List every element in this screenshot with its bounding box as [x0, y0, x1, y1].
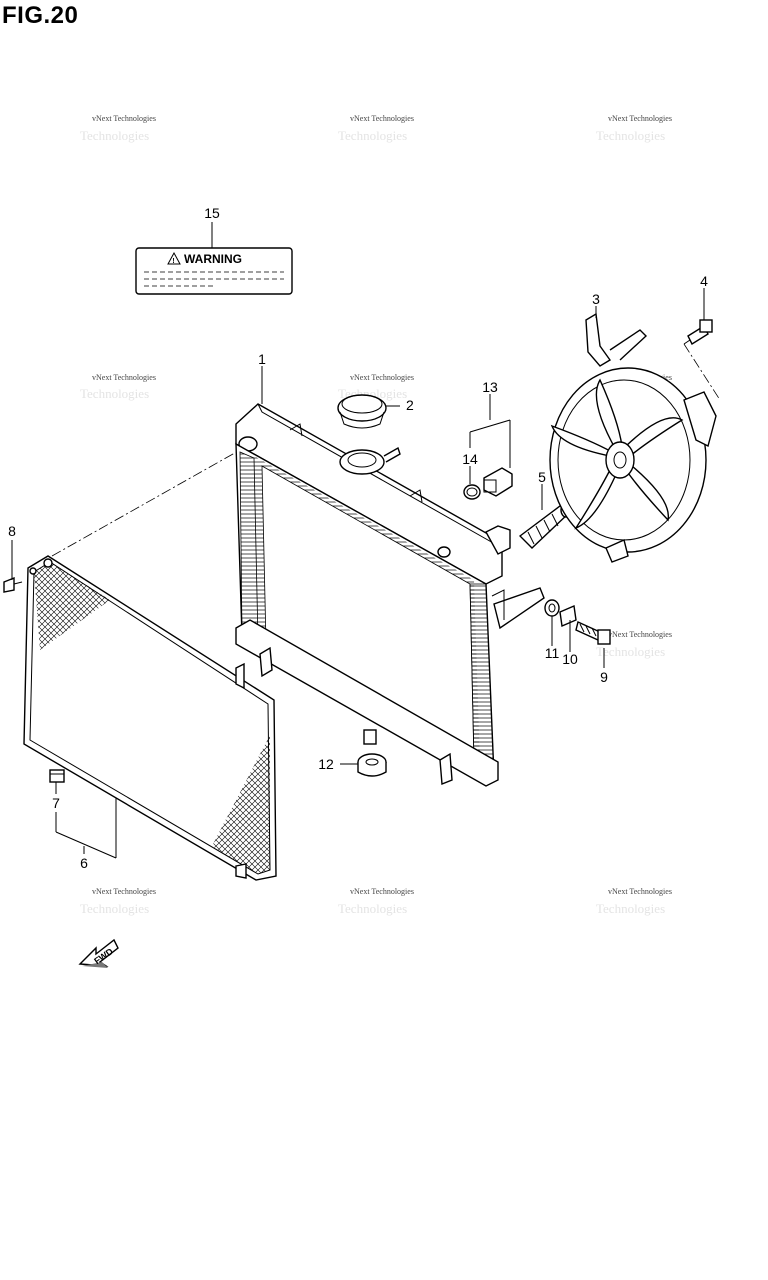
callouts: 15 1 2 3 4 13 14 5 8 11 10 9 12 7 6 [8, 205, 708, 871]
callout-11: 11 [545, 645, 560, 661]
watermark-ghost: Technologies [596, 128, 665, 143]
callout-3: 3 [592, 291, 600, 307]
leader-lines [11, 222, 705, 859]
part-7-clip [49, 769, 65, 783]
part-8-screw [3, 576, 23, 593]
callout-9: 9 [600, 669, 608, 685]
watermark-text: vNext Technologies [92, 373, 156, 382]
callout-10: 10 [562, 651, 578, 667]
watermark-text: vNext Technologies [92, 114, 156, 123]
part-12-cushion [357, 753, 387, 777]
watermark: Technologies vNext Technologies [338, 114, 414, 143]
callout-2: 2 [406, 397, 414, 413]
watermark-text: vNext Technologies [608, 630, 672, 639]
watermark-ghost: Technologies [338, 128, 407, 143]
callout-4: 4 [700, 273, 708, 289]
part-10-collar [559, 604, 577, 628]
watermark: Technologies vNext Technologies [596, 887, 672, 916]
callout-14: 14 [462, 451, 478, 467]
callout-8: 8 [8, 523, 16, 539]
watermark-ghost: Technologies [80, 128, 149, 143]
watermark-text: vNext Technologies [608, 887, 672, 896]
part-1-radiator [235, 403, 545, 787]
callout-12: 12 [318, 756, 334, 772]
part-6-radiator-guard [23, 555, 277, 881]
part-2-radiator-cap [337, 394, 387, 429]
filler-neck [339, 446, 401, 475]
callout-1: 1 [258, 351, 266, 367]
fwd-arrow: FWD [78, 938, 119, 968]
part-13-thermo-switch [483, 467, 513, 497]
part-3-cooling-fan [549, 312, 717, 563]
part-14-o-ring [463, 484, 481, 500]
watermark-text: vNext Technologies [350, 887, 414, 896]
watermark-ghost: Technologies [596, 901, 665, 916]
watermark-text: vNext Technologies [350, 114, 414, 123]
callout-13: 13 [482, 379, 498, 395]
watermark-ghost: Technologies [338, 901, 407, 916]
callout-6: 6 [80, 855, 88, 871]
watermark-ghost: Technologies [80, 386, 149, 401]
watermark-ghost: Technologies [596, 644, 665, 659]
watermark-text: vNext Technologies [350, 373, 414, 382]
callout-5: 5 [538, 469, 546, 485]
part-4-bolt [683, 319, 721, 401]
warning-label-text: WARNING [184, 252, 242, 266]
warning-triangle-icon [167, 251, 181, 265]
watermark: Technologies vNext Technologies [80, 887, 156, 916]
watermark: Technologies vNext Technologies [596, 114, 672, 143]
watermark-text: vNext Technologies [608, 114, 672, 123]
callout-7: 7 [52, 795, 60, 811]
part-9-bolt [575, 621, 611, 645]
svg-text:!: ! [172, 258, 174, 265]
callout-15: 15 [204, 205, 220, 221]
part-11-grommet [544, 599, 560, 617]
watermark: Technologies vNext Technologies [80, 373, 156, 401]
part-15-warning-label: ! WARNING [135, 247, 293, 295]
watermark: Technologies vNext Technologies [80, 114, 156, 143]
watermark-ghost: Technologies [80, 901, 149, 916]
watermark-text: vNext Technologies [92, 887, 156, 896]
figure-title: FIG.20 [2, 2, 79, 29]
watermark: Technologies vNext Technologies [338, 887, 414, 916]
watermark: Technologies vNext Technologies [596, 630, 672, 659]
